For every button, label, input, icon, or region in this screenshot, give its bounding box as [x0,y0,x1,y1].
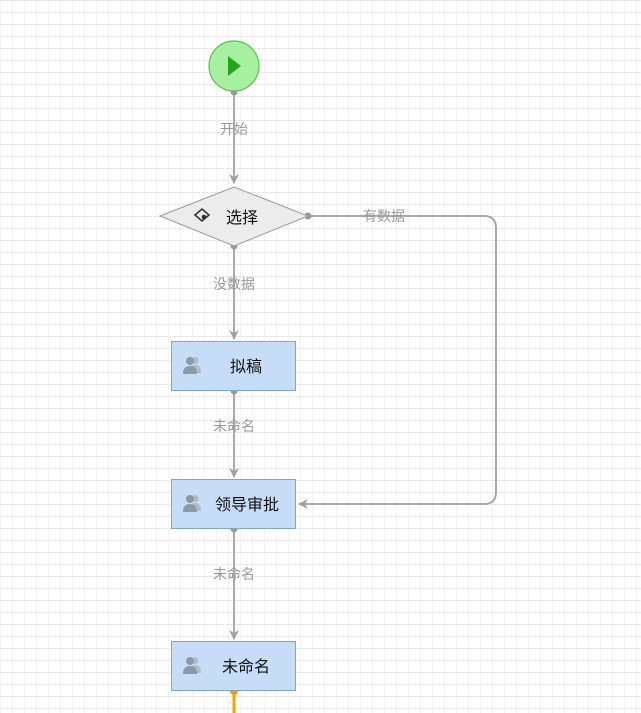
users-icon [183,657,201,674]
users-icon [183,357,201,374]
edge-label-has-data: 有数据 [363,209,405,225]
decision-node[interactable]: 选择 [158,186,310,247]
task-node-leader-approval[interactable]: 领导审批 [171,479,296,529]
decision-icon [193,207,211,223]
task-label-leader-approval: 领导审批 [215,495,279,514]
users-icon [183,495,201,512]
task-node-unnamed[interactable]: 未命名 [171,641,296,691]
play-icon [228,56,241,76]
edge-label-draft-approval: 未命名 [213,418,255,435]
task-label-unnamed: 未命名 [222,657,270,676]
edge-decision-has-data[interactable] [298,212,497,509]
start-node[interactable] [208,40,260,92]
edge-label-start: 开始 [220,122,248,138]
task-label-draft: 拟稿 [230,357,262,376]
edge-label-approval-unnamed: 未命名 [213,566,255,583]
task-node-draft[interactable]: 拟稿 [171,341,296,391]
decision-label: 选择 [226,208,258,227]
edge-label-no-data: 没数据 [213,277,255,293]
